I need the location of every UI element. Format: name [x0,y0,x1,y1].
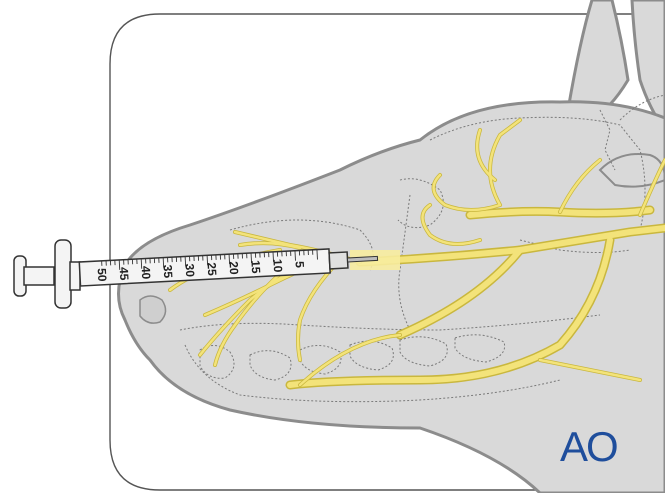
scale-label: 30 [183,263,198,277]
scale-tick [294,250,296,261]
panel-frame [109,13,665,491]
syringe-hub [328,251,349,270]
scale-label: 5 [293,261,307,269]
scale-tick [140,258,143,269]
syringe: 5 10 15 20 25 30 35 40 45 50 [13,239,379,309]
scale-tick [316,249,318,260]
scale-label: 15 [248,260,263,274]
scale-tick [184,256,187,267]
syringe-needle [346,255,379,263]
scale-label: 35 [161,264,176,278]
scale-tick [250,252,253,264]
scale-tick [118,259,121,270]
scale-label: 40 [139,266,154,280]
syringe-plunger-rod [23,266,55,286]
dog-head [117,0,665,493]
nerves [168,118,665,390]
syringe-flange-ring [69,261,81,291]
scale-label: 45 [117,267,132,281]
scale-label: 10 [270,259,285,273]
nostril [139,295,167,324]
scale-label: 25 [204,262,219,276]
syringe-scale-labels: 5 10 15 20 25 30 35 40 45 50 [95,259,307,283]
syringe-scale [101,249,318,270]
ao-logo: AO [560,423,619,470]
scale-tick [272,251,274,262]
scale-tick [228,254,231,265]
scale-tick [162,257,165,268]
scale-label: 50 [95,268,110,282]
scale-label: 20 [226,261,241,275]
syringe-flange [54,239,72,309]
scale-tick [206,255,209,266]
